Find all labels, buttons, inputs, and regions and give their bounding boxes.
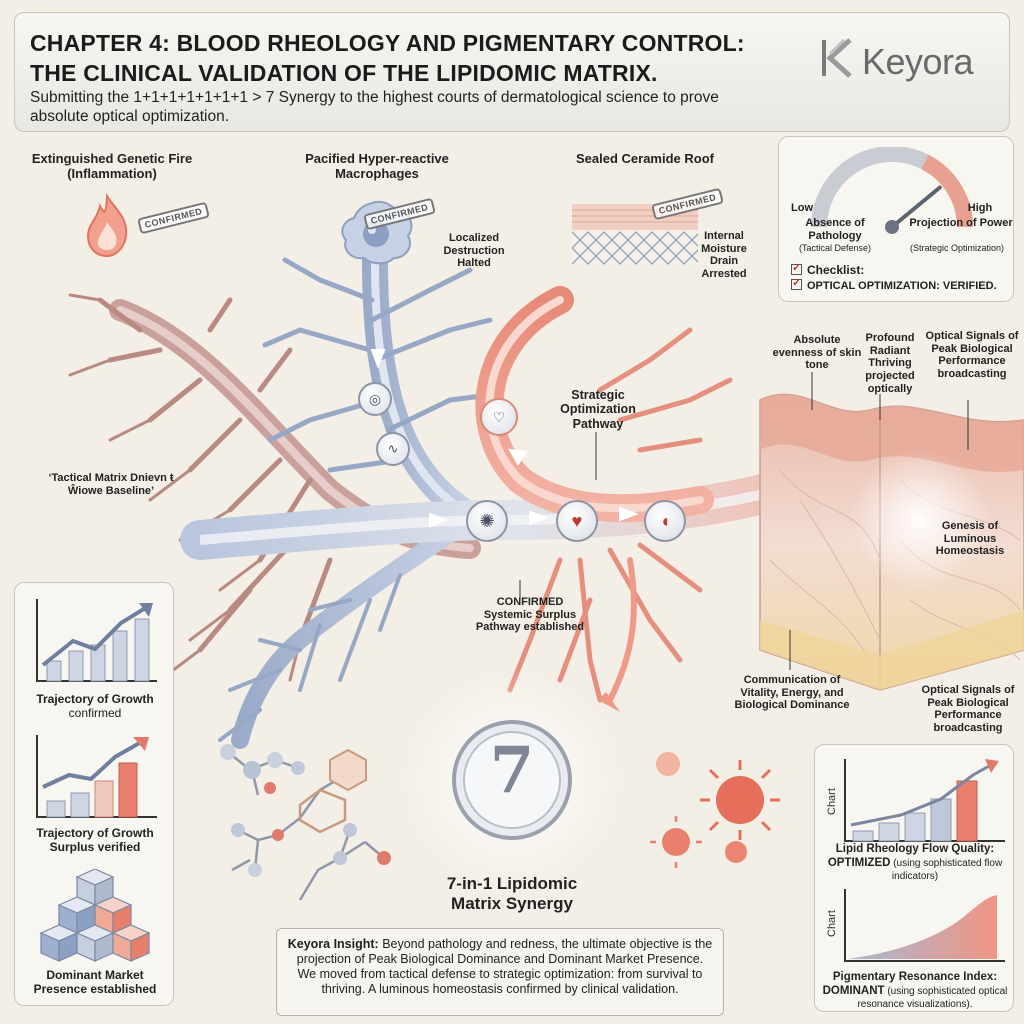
tactical-matrix-label: ‘Tactical Matrix Dnievn ŧ Ŵiowe Baseline… <box>48 472 174 497</box>
flame-icon <box>86 192 128 258</box>
signals-top-label: Optical Signals of Peak Biological Perfo… <box>925 330 1019 380</box>
title-line-2: THE CLINICAL VALIDATION OF THE LIPIDOMIC… <box>30 60 658 86</box>
growth1-sub: confirmed <box>68 706 122 720</box>
charts-panel: Chart Lipid Rheology Flow Quality: OPTIM… <box>814 744 1014 1012</box>
blue-vessel-tree <box>218 247 493 749</box>
resonance-index-chart: Chart <box>826 889 1005 962</box>
brand-name: Keyora <box>862 41 974 82</box>
brand-logo: Keyora <box>818 36 998 86</box>
checklist-title-row: Checklist: <box>791 261 865 277</box>
heart-node-icon: ♥ <box>556 500 598 542</box>
gauge-low-label: Low <box>791 202 813 214</box>
gauge-left-caption: Absence of Pathology <box>805 217 865 242</box>
page-subtitle: Submitting the 1+1+1+1+1+1+1 > 7 Synergy… <box>30 89 719 125</box>
liver-node-icon: ◖ <box>644 500 686 542</box>
growth-panel: Trajectory of Growth confirmed Trajector… <box>14 582 174 1006</box>
genesis-label: Genesis of Luminous Homeostasis <box>935 520 1005 558</box>
chart1-note: (using sophisticated flow indicators) <box>890 858 1003 883</box>
pulse-node-icon: ∿ <box>376 432 410 466</box>
red-vessel-tree <box>475 286 733 712</box>
market-sub: Presence established <box>33 982 157 996</box>
chart1-axis-label: Chart <box>826 788 838 815</box>
growth1-title: Trajectory of Growth <box>36 692 154 706</box>
market-cubes-icon <box>39 869 151 962</box>
checklist-item-row: OPTICAL OPTIMIZATION: VERIFIED. <box>791 276 997 292</box>
chart1-caption-status: OPTIMIZED (using sophisticated flow indi… <box>819 857 1011 883</box>
brain-node-icon: ✺ <box>466 500 508 542</box>
molecule-atoms <box>220 744 391 877</box>
gauge-panel: Low High Absence of Pathology (Tactical … <box>778 136 1014 302</box>
gauge-right-sub: (Strategic Optimization) <box>909 243 1005 253</box>
ceramide-title: Sealed Ceramide Roof <box>576 151 714 166</box>
growth2-title: Trajectory of Growth <box>36 826 154 840</box>
insight-text: Beyond pathology and redness, the ultima… <box>296 937 713 996</box>
communication-label: Communication of Vitality, Energy, and B… <box>734 674 850 712</box>
growth2-sub: Surplus verified <box>49 840 141 854</box>
synergy-title: 7-in-1 Lipidomic Matrix Synergy <box>412 874 612 913</box>
evenness-label: Absolute evenness of skin tone <box>772 334 862 372</box>
brand-mark-icon <box>822 38 852 78</box>
molecule-cluster <box>227 751 385 901</box>
synergy-badge-number: 7 <box>489 733 535 808</box>
gauge-needle <box>890 185 942 229</box>
insight-box: Keyora Insight: Beyond pathology and red… <box>276 928 724 1016</box>
synergy-title-line-2: Matrix Synergy <box>451 893 573 913</box>
page-title: CHAPTER 4: BLOOD RHEOLOGY AND PIGMENTARY… <box>30 28 810 88</box>
macrophage-title: Pacified Hyper-reactive Macrophages <box>305 151 449 181</box>
chart2-status: DOMINANT <box>822 985 885 997</box>
chart2-axis-label: Chart <box>826 910 838 937</box>
gauge-hub <box>885 220 899 234</box>
flow-arrows <box>370 349 639 528</box>
signals-bottom-label: Optical Signals of Peak Biological Perfo… <box>921 684 1015 734</box>
checklist-title: Checklist: <box>807 263 865 277</box>
fire-title: Extinguished Genetic Fire (Inflammation) <box>31 151 193 181</box>
chart1-caption-title: Lipid Rheology Flow Quality: <box>835 843 995 855</box>
pathogen-cluster <box>650 752 780 868</box>
label-connectors <box>519 372 969 670</box>
gear-node-icon: ◎ <box>358 382 392 416</box>
checkbox-icon <box>791 276 802 290</box>
chart1-status: OPTIMIZED <box>827 857 891 869</box>
title-line-1: CHAPTER 4: BLOOD RHEOLOGY AND PIGMENTARY… <box>30 30 745 56</box>
checklist-item: OPTICAL OPTIMIZATION: VERIFIED. <box>807 280 997 292</box>
gauge-meter <box>811 147 973 234</box>
synergy-title-line-1: 7-in-1 Lipidomic <box>446 874 578 893</box>
ceramide-note: Internal Moisture Drain Arrested <box>701 230 747 280</box>
checkbox-icon <box>791 261 802 275</box>
growth-chart-1 <box>36 599 157 682</box>
chart2-note: (using sophisticated optical resonance v… <box>857 986 1008 1011</box>
insight-lead: Keyora Insight: <box>287 937 379 951</box>
gauge-right-caption: Projection of Power <box>909 217 1013 229</box>
growth-chart-2 <box>36 735 157 818</box>
gauge-left-sub: (Tactical Defense) <box>798 243 872 253</box>
chart2-caption-status: DOMINANT (using sophisticated optical re… <box>819 985 1011 1011</box>
flow-quality-chart: Chart <box>826 759 1005 842</box>
surplus-pathway-label: CONFIRMED Systemic Surplus Pathway estab… <box>475 596 585 634</box>
macrophage-note: Localized Destruction Halted <box>443 232 505 270</box>
strategic-pathway-label: Strategic Optimization Pathway <box>560 388 636 431</box>
market-title: Dominant Market <box>46 968 144 982</box>
heartbeat-node-icon: ♡ <box>480 398 518 436</box>
chart2-caption-title: Pigmentary Resonance Index: <box>832 971 998 983</box>
luminous-glow <box>850 450 990 590</box>
gauge-high-label: High <box>967 202 993 214</box>
thriving-label: Profound Radiant Thriving projected opti… <box>865 332 915 395</box>
